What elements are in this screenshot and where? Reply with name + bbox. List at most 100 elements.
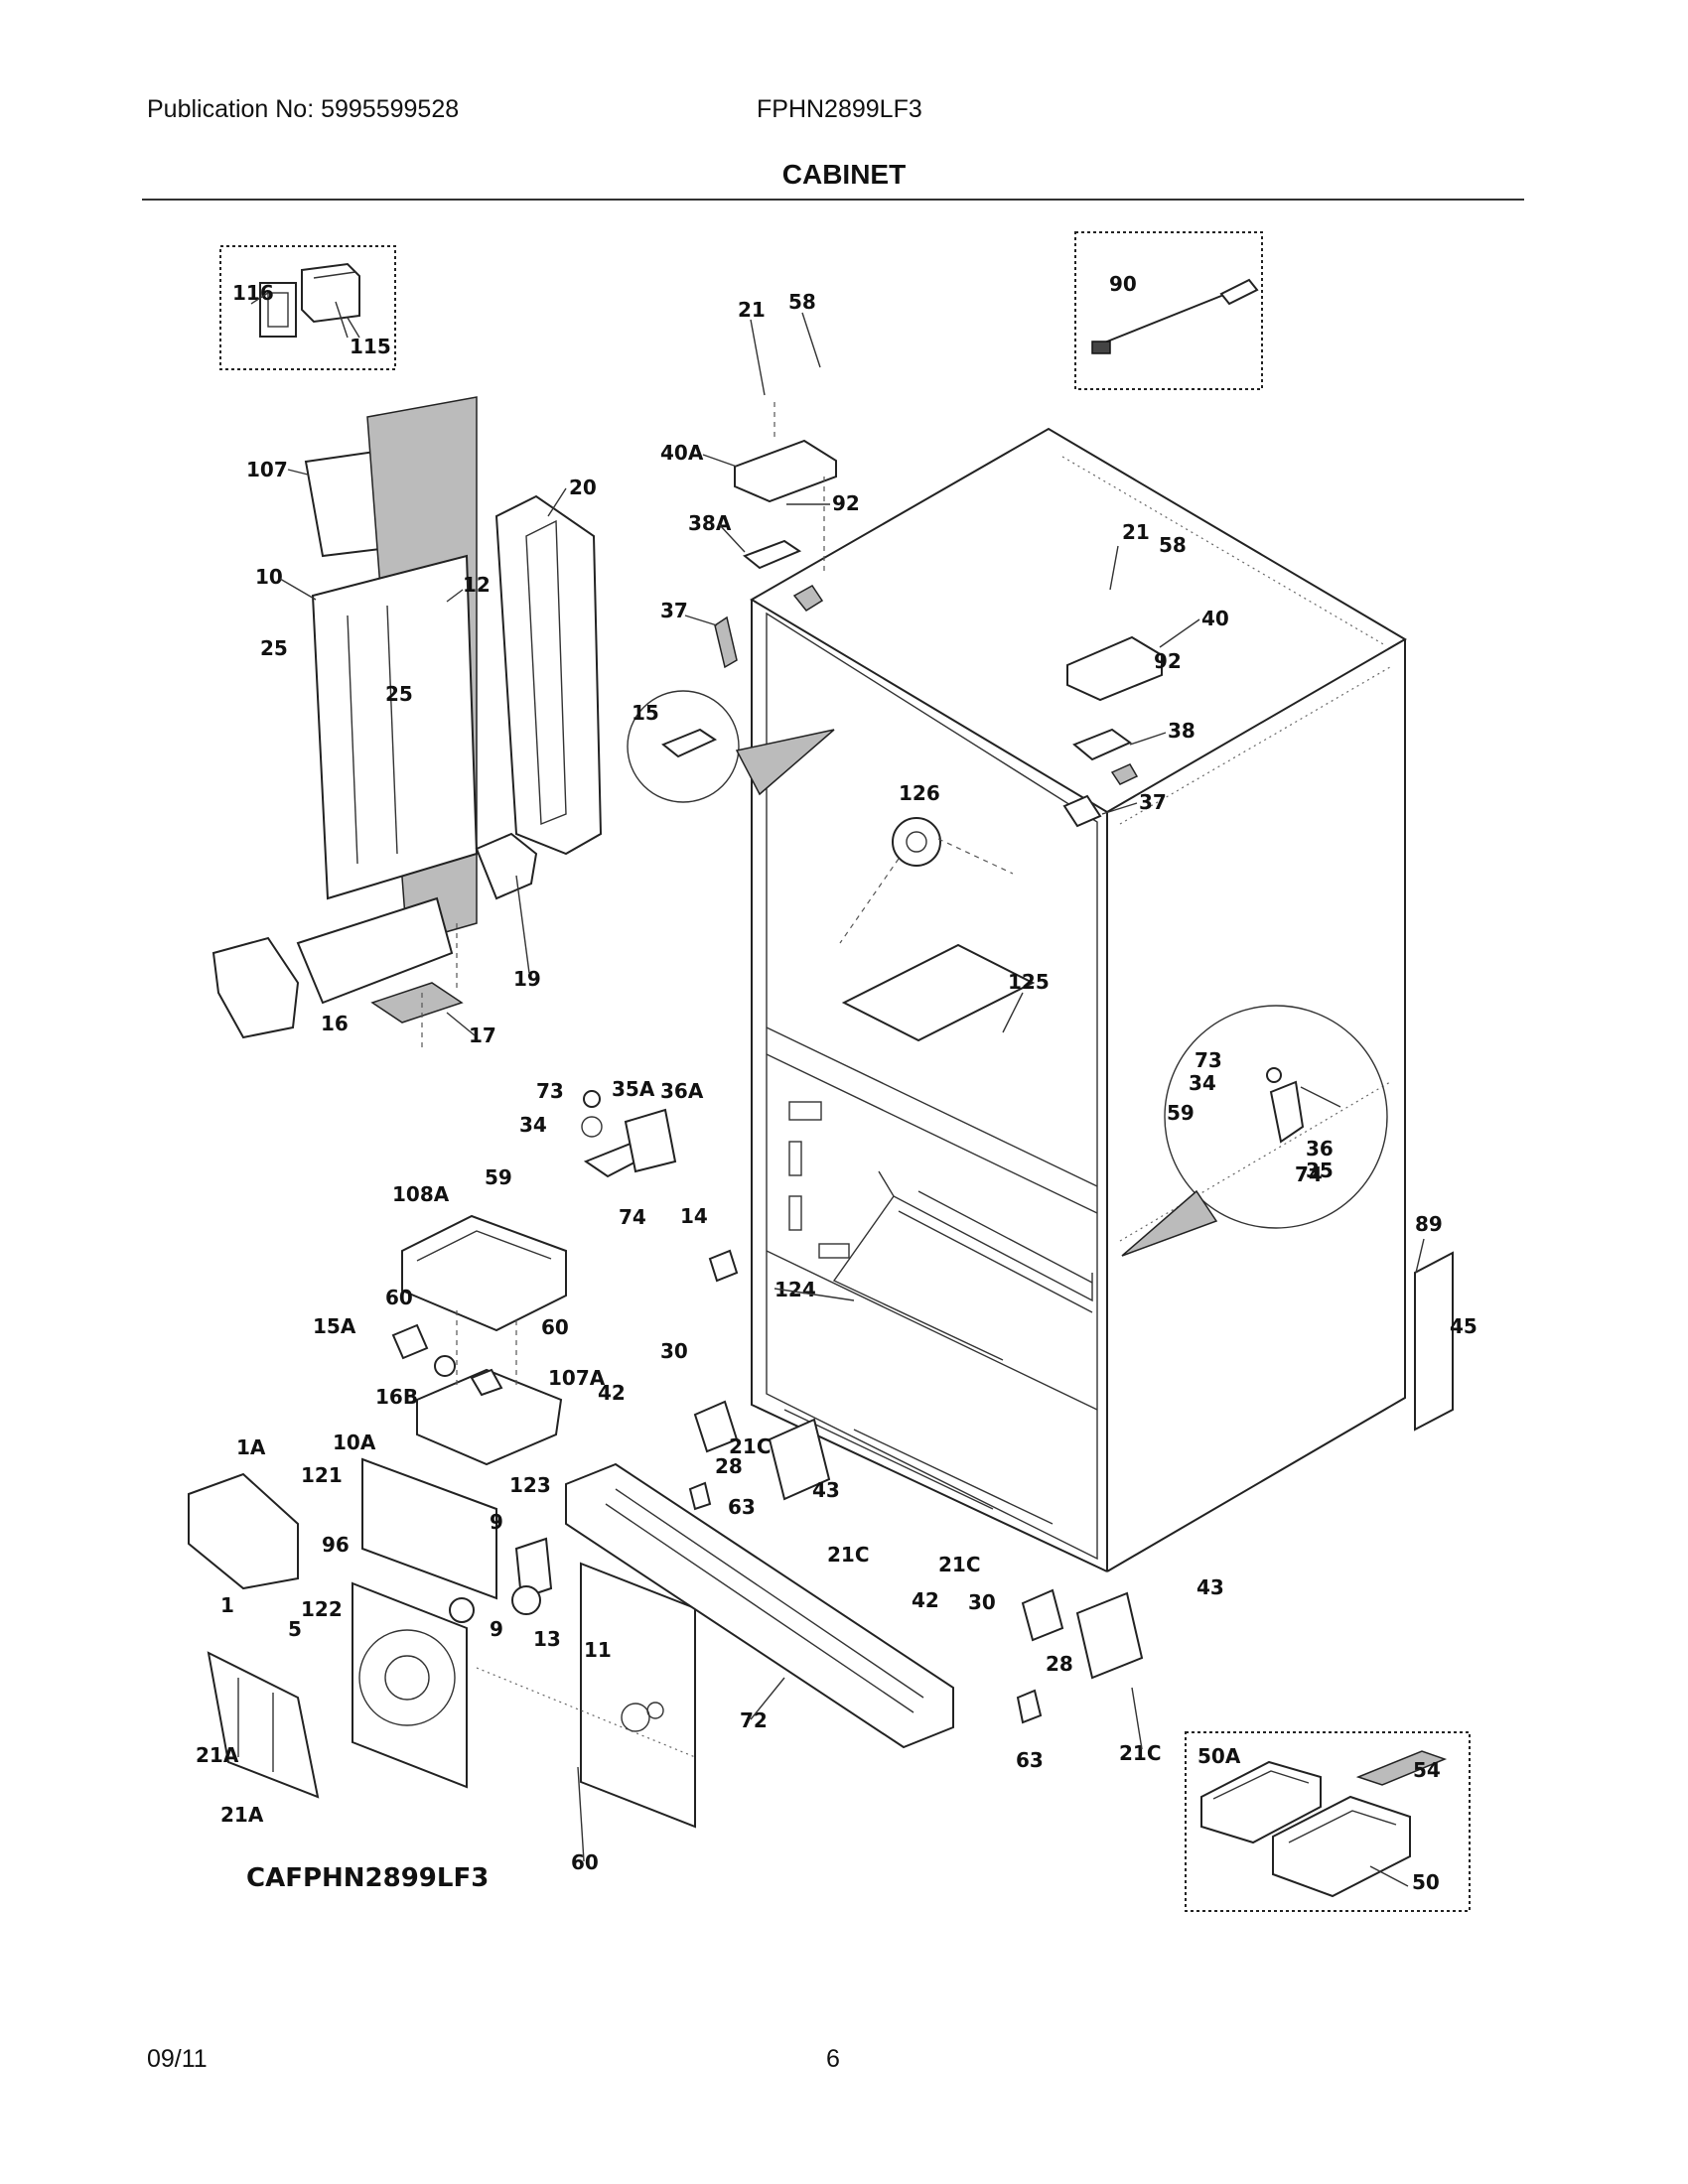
callout-12: 12 <box>463 573 491 597</box>
callout-60b: 60 <box>541 1315 569 1339</box>
callout-59b: 59 <box>1167 1101 1195 1125</box>
callout-21b: 21 <box>1122 520 1150 544</box>
callout-40A: 40A <box>660 441 704 465</box>
callout-107A: 107A <box>548 1366 606 1390</box>
callout-90: 90 <box>1109 272 1137 296</box>
detail-circle-hinge <box>1121 1005 1388 1257</box>
middle-hinge <box>581 1090 739 1283</box>
side-panel-89 <box>1414 1251 1454 1432</box>
callout-43: 43 <box>812 1478 840 1502</box>
publication-number: Publication No: 5995599528 <box>147 95 460 123</box>
callout-10A: 10A <box>333 1431 376 1454</box>
dispenser-panel-assembly <box>188 1457 696 1829</box>
callout-11: 11 <box>584 1638 612 1662</box>
callout-72: 72 <box>740 1708 768 1732</box>
callout-16B: 16B <box>375 1385 418 1409</box>
callout-50: 50 <box>1412 1870 1440 1894</box>
callout-15: 15 <box>632 701 659 725</box>
diagram-code: CAFPHN2899LF3 <box>246 1863 489 1893</box>
dispenser-housing <box>391 1214 567 1466</box>
callout-38: 38 <box>1168 719 1196 743</box>
inset-box-90 <box>1074 231 1263 390</box>
callout-115: 115 <box>350 335 391 358</box>
callout-37b: 37 <box>1139 790 1167 814</box>
callout-35: 35 <box>1306 1159 1334 1182</box>
callout-1: 1 <box>220 1593 234 1617</box>
callout-15A: 15A <box>313 1314 356 1338</box>
top-hinge-right <box>1062 635 1163 828</box>
section-title: CABINET <box>781 159 907 190</box>
callout-16: 16 <box>321 1012 349 1035</box>
callout-63: 63 <box>728 1495 756 1519</box>
callout-9a: 9 <box>490 1510 503 1534</box>
callout-54: 54 <box>1413 1758 1441 1782</box>
callout-38A: 38A <box>688 511 732 535</box>
callout-28b: 28 <box>1046 1652 1073 1676</box>
callout-37: 37 <box>660 599 688 622</box>
callout-107: 107 <box>246 458 288 481</box>
callout-21Cb: 21C <box>827 1543 870 1567</box>
callout-108A: 108A <box>392 1182 450 1206</box>
roller-assembly-left <box>688 1400 831 1511</box>
callout-40: 40 <box>1201 607 1229 630</box>
ice-chute-assembly <box>211 396 603 1052</box>
callout-89: 89 <box>1415 1212 1443 1236</box>
callout-34: 34 <box>519 1113 547 1137</box>
gasket-37 <box>714 615 738 669</box>
callout-13: 13 <box>533 1627 561 1651</box>
callout-19: 19 <box>513 967 541 991</box>
callout-59: 59 <box>485 1165 512 1189</box>
callout-125: 125 <box>1008 970 1050 994</box>
callout-42: 42 <box>598 1381 626 1405</box>
callout-17: 17 <box>469 1024 496 1047</box>
callout-50A: 50A <box>1197 1744 1241 1768</box>
callout-21Aa: 21A <box>196 1743 239 1767</box>
callout-21C: 21C <box>729 1434 772 1458</box>
callout-45: 45 <box>1450 1314 1477 1338</box>
callout-58b: 58 <box>1159 533 1187 557</box>
kickplate-72 <box>565 1462 954 1749</box>
callout-60a: 60 <box>385 1286 413 1309</box>
top-hinge-left <box>734 402 837 612</box>
callout-121: 121 <box>301 1463 343 1487</box>
callout-60c: 60 <box>571 1850 599 1874</box>
callout-21Cc: 21C <box>938 1553 981 1576</box>
page-number: 6 <box>826 2045 840 2073</box>
footer-date: 09/11 <box>147 2045 208 2073</box>
callout-5: 5 <box>288 1617 302 1641</box>
callout-73: 73 <box>536 1079 564 1103</box>
callout-25b: 25 <box>385 682 413 706</box>
callout-42b: 42 <box>912 1588 939 1612</box>
callout-74: 74 <box>619 1205 646 1229</box>
callout-123: 123 <box>509 1473 551 1497</box>
callout-9b: 9 <box>490 1617 503 1641</box>
callout-73b: 73 <box>1195 1048 1222 1072</box>
callout-28: 28 <box>715 1454 743 1478</box>
model-number: FPHN2899LF3 <box>757 95 922 123</box>
callout-1A: 1A <box>236 1435 266 1459</box>
detail-circle-15 <box>627 690 835 803</box>
callout-21: 21 <box>738 298 766 322</box>
callout-20: 20 <box>569 476 597 499</box>
callout-30: 30 <box>660 1339 688 1363</box>
cabinet-shell <box>750 427 1407 1572</box>
callout-58: 58 <box>788 290 816 314</box>
callout-43b: 43 <box>1196 1575 1224 1599</box>
header-rule <box>142 199 1524 201</box>
callout-14: 14 <box>680 1204 708 1228</box>
callout-21Cd: 21C <box>1119 1741 1162 1765</box>
inset-box-115-116 <box>219 245 396 370</box>
callout-34b: 34 <box>1189 1071 1216 1095</box>
callout-126: 126 <box>899 781 940 805</box>
callout-74b: 74 <box>1295 1162 1323 1186</box>
callout-30b: 30 <box>968 1590 996 1614</box>
callout-10: 10 <box>255 565 283 589</box>
callout-21Ab: 21A <box>220 1803 264 1827</box>
callout-35A: 35A <box>612 1077 655 1101</box>
callout-labels: 116 115 90 21 58 40A 92 38A 37 107 20 10… <box>196 272 1477 1894</box>
callout-36: 36 <box>1306 1137 1334 1160</box>
callout-63b: 63 <box>1016 1748 1044 1772</box>
inset-box-50-50A-54 <box>1185 1731 1471 1912</box>
leader-lines <box>250 292 1425 1887</box>
